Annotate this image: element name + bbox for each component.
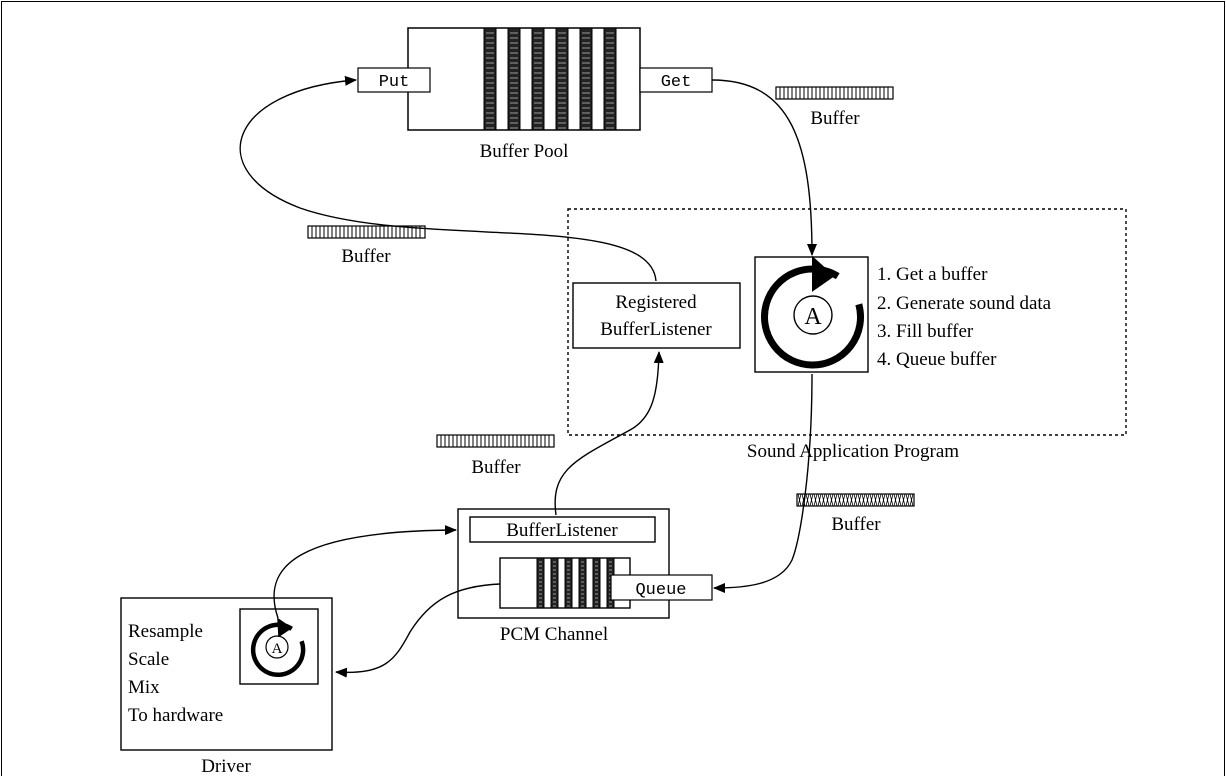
buffer-token-icon <box>796 493 915 507</box>
buffer-label: Buffer <box>810 108 860 129</box>
registered-listener-line2: BufferListener <box>600 319 712 340</box>
get-port <box>639 67 713 93</box>
channel-listener-box <box>469 516 656 543</box>
sound-application: Registered BufferListener A 1. Get a buf… <box>567 208 1127 462</box>
driver-step: Resample <box>128 621 203 642</box>
application-boundary <box>567 208 1127 436</box>
buffer-label: Buffer <box>341 246 391 267</box>
buffer-token-middle: Buffer <box>436 434 555 478</box>
get-buffer-arrow <box>711 79 817 256</box>
buffer-label: Buffer <box>471 457 521 478</box>
buffer-slot <box>579 27 593 131</box>
buffer-slot <box>592 557 601 609</box>
driver-badge-circle <box>265 635 289 659</box>
buffer-pool-slots <box>483 27 617 131</box>
buffer-token-right: Buffer <box>796 493 915 535</box>
buffer-pool-caption: Buffer Pool <box>480 141 569 162</box>
get-port-label: Get <box>661 73 692 92</box>
buffer-token-left: Buffer <box>307 225 426 267</box>
application-step: 4. Queue buffer <box>877 349 997 370</box>
buffer-token-icon <box>436 434 555 448</box>
queue-port-label: Queue <box>635 581 686 600</box>
channel-listener-label: BufferListener <box>506 520 618 541</box>
buffer-pool: Put Get Buffer Pool <box>357 27 713 162</box>
driver-cycle-icon <box>250 622 306 677</box>
driver-step: To hardware <box>128 705 223 726</box>
put-port <box>357 67 431 93</box>
application-step: 2. Generate sound data <box>877 293 1052 314</box>
buffer-slot <box>555 27 569 131</box>
buffer-label: Buffer <box>831 514 881 535</box>
thread-cycle-arrowhead <box>812 255 835 292</box>
buffer-slot <box>531 27 545 131</box>
buffer-slot <box>564 557 573 609</box>
buffer-slot <box>603 27 617 131</box>
pcm-channel-caption: PCM Channel <box>500 624 608 645</box>
buffer-slot <box>483 27 497 131</box>
notify-listener-arrow <box>554 351 664 516</box>
flow-connectors <box>239 75 817 678</box>
registered-listener-line1: Registered <box>615 292 697 313</box>
put-port-label: Put <box>379 73 410 92</box>
driver-caption: Driver <box>201 756 251 776</box>
buffer-slot <box>507 27 521 131</box>
application-step: 1. Get a buffer <box>877 264 988 285</box>
registered-listener-box <box>572 282 741 349</box>
buffer-token-top-right: Buffer <box>775 86 894 129</box>
driver-cycle-arrowhead <box>277 617 293 638</box>
application-caption: Sound Application Program <box>747 441 959 462</box>
return-to-pool-arrow <box>239 75 657 282</box>
queue-port <box>610 574 713 601</box>
queue-to-driver-arrow <box>335 583 501 678</box>
queue-buffer-arrow <box>713 373 813 593</box>
thread-badge-glyph: A <box>804 304 822 330</box>
driver-step: Scale <box>128 649 169 670</box>
application-step: 3. Fill buffer <box>877 321 974 342</box>
driver-badge-glyph: A <box>272 641 283 657</box>
buffer-slot <box>550 557 559 609</box>
thread-badge-circle <box>793 295 833 335</box>
driver-to-listener-arrow <box>273 525 457 619</box>
buffer-slot <box>578 557 587 609</box>
buffer-slot <box>536 557 545 609</box>
driver: A Resample Scale Mix To hardware Driver <box>120 597 333 776</box>
driver-step: Mix <box>128 677 160 698</box>
buffer-token-icon <box>307 225 426 239</box>
thread-cycle-icon <box>761 265 864 369</box>
pcm-channel: BufferListener Queue PCM Channel <box>457 508 713 645</box>
buffer-pool-box <box>407 27 641 131</box>
buffer-token-icon <box>775 86 894 100</box>
